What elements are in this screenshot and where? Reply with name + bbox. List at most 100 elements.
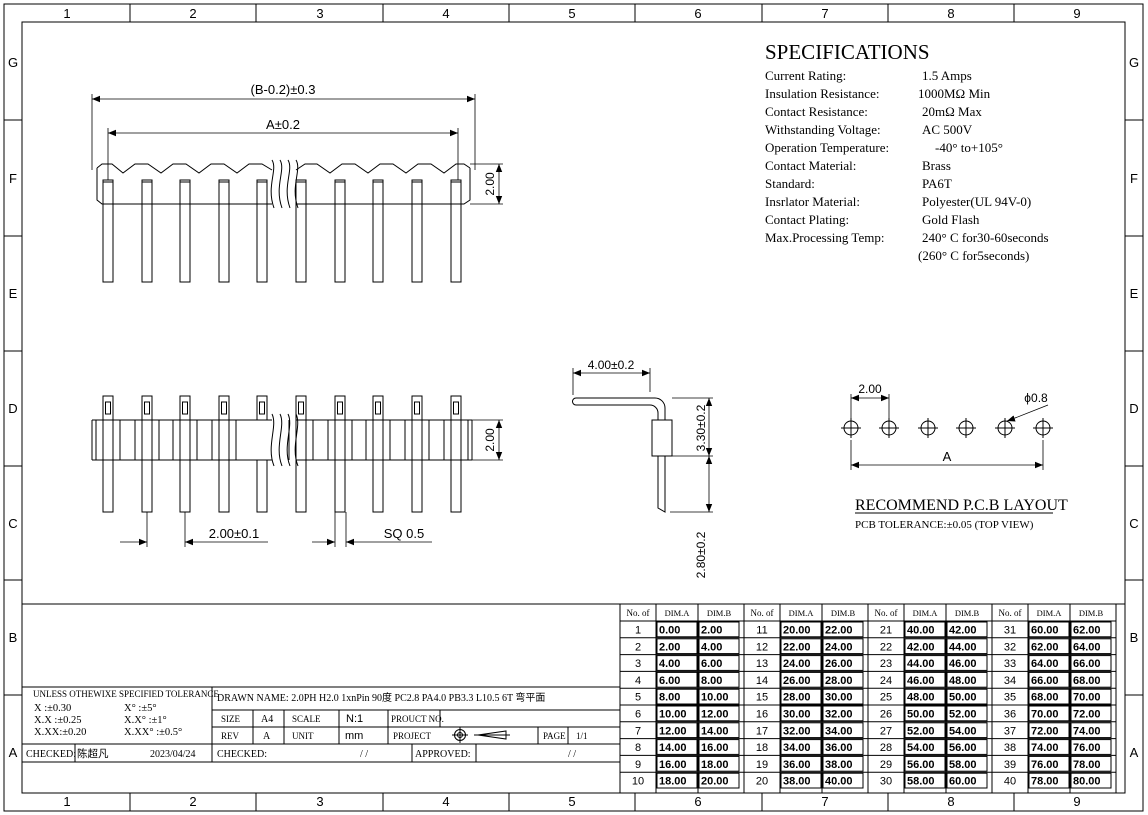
table-cell-dim-b: 4.00 (701, 641, 722, 653)
pin-top (372, 179, 384, 283)
grid-row-label: A (9, 745, 18, 760)
table-cell-no: 18 (756, 742, 768, 754)
spec-label: Standard: (765, 176, 815, 191)
grid-row-label: F (9, 171, 17, 186)
table-cell-no: 3 (635, 658, 641, 670)
table-cell-no: 25 (880, 692, 892, 704)
table-cell-no: 24 (880, 675, 892, 687)
pcb-dimensions (850, 394, 1049, 470)
pin-top (411, 179, 423, 283)
size-value: A4 (261, 714, 273, 725)
table-cell-dim-b: 54.00 (949, 725, 977, 737)
table-header: DIM.A (665, 608, 691, 618)
table-header: No. of (751, 608, 774, 618)
table-cell-dim-b: 70.00 (1073, 692, 1101, 704)
pcb-a: A (943, 449, 952, 464)
table-cell-no: 4 (635, 675, 641, 687)
table-cell-no: 12 (756, 641, 768, 653)
table-cell-dim-a: 14.00 (659, 742, 687, 754)
table-cell-no: 34 (1004, 675, 1016, 687)
pin-front-lower (450, 459, 462, 513)
table-cell-dim-a: 64.00 (1031, 658, 1059, 670)
pin-front-upper (141, 395, 153, 421)
dim-a-pitch: A±0.2 (266, 117, 300, 132)
table-cell-dim-b: 22.00 (825, 625, 853, 637)
grid-row-label: A (1130, 745, 1139, 760)
checked-name: 陈超凡 (77, 747, 109, 760)
table-cell-dim-b: 8.00 (701, 675, 722, 687)
grid-col-label: 8 (947, 6, 954, 21)
grid-col-label: 6 (694, 6, 701, 21)
table-header: DIM.B (955, 608, 980, 618)
grid-lines (4, 4, 1143, 811)
table-cell-dim-a: 50.00 (907, 709, 935, 721)
table-cell-no: 8 (635, 742, 641, 754)
scale-value: N:1 (346, 713, 363, 725)
spec-value: Gold Flash (922, 212, 980, 227)
unit-value: mm (345, 730, 363, 742)
table-cell-dim-a: 52.00 (907, 725, 935, 737)
table-cell-dim-b: 52.00 (949, 709, 977, 721)
grid-row-label: C (8, 516, 17, 531)
table-cell-dim-b: 2.00 (701, 625, 722, 637)
table-cell-dim-b: 6.00 (701, 658, 722, 670)
table-cell-dim-a: 4.00 (659, 658, 680, 670)
checked-date: 2023/04/24 (150, 749, 196, 760)
table-cell-dim-b: 30.00 (825, 692, 853, 704)
table-cell-dim-a: 24.00 (783, 658, 811, 670)
table-cell-dim-a: 70.00 (1031, 709, 1059, 721)
grid-col-label: 5 (568, 794, 575, 809)
table-cell-dim-a: 10.00 (659, 709, 687, 721)
spec-label: Current Rating: (765, 68, 846, 83)
table-cell-dim-a: 60.00 (1031, 625, 1059, 637)
table-cell-no: 5 (635, 692, 641, 704)
table-cell-dim-a: 62.00 (1031, 641, 1059, 653)
table-cell-no: 16 (756, 709, 768, 721)
table-header: No. of (999, 608, 1022, 618)
pcb-pitch: 2.00 (858, 382, 882, 396)
grid-row-label: E (1130, 286, 1139, 301)
table-cell-dim-a: 0.00 (659, 625, 680, 637)
pin-front-lower (179, 459, 191, 513)
table-cell-dim-a: 54.00 (907, 742, 935, 754)
table-cell-dim-a: 28.00 (783, 692, 811, 704)
grid-row-label: F (1130, 171, 1138, 186)
side-dimensions (572, 368, 713, 513)
spec-label: Insulation Resistance: (765, 86, 879, 101)
pin-front-upper (295, 395, 307, 421)
grid-col-label: 4 (442, 6, 449, 21)
spec-value: PA6T (922, 176, 952, 191)
dim-height-front: 2.00 (483, 428, 497, 452)
top-view-pins (102, 179, 462, 283)
table-cell-dim-b: 58.00 (949, 759, 977, 771)
table-cell-no: 36 (1004, 709, 1016, 721)
drawn-name: DRAWN NAME: 2.0PH H2.0 1xnPin 90度 PC2.8 … (217, 691, 545, 704)
table-cell-dim-b: 62.00 (1073, 625, 1101, 637)
spec-value: Brass (922, 158, 951, 173)
pcb-tolerance: PCB TOLERANCE:±0.05 (TOP VIEW) (855, 519, 1034, 531)
grid-row-label: B (1130, 630, 1139, 645)
table-cell-dim-a: 38.00 (783, 776, 811, 788)
title-block (22, 603, 1125, 763)
table-header: DIM.A (789, 608, 815, 618)
table-cell-dim-a: 40.00 (907, 625, 935, 637)
approved-label: APPROVED: (415, 749, 471, 760)
date-blank2: / / (568, 749, 576, 760)
dim-side-tail: 2.80±0.2 (694, 531, 708, 578)
pin-front-upper (179, 395, 191, 421)
specs-title: SPECIFICATIONS (765, 40, 930, 64)
table-cell-dim-b: 36.00 (825, 742, 853, 754)
table-cell-no: 6 (635, 709, 641, 721)
table-cell-dim-b: 38.00 (825, 759, 853, 771)
table-cell-dim-b: 12.00 (701, 709, 729, 721)
table-cell-dim-b: 66.00 (1073, 658, 1101, 670)
pin-front-lower (256, 459, 268, 513)
table-cell-dim-b: 80.00 (1073, 776, 1101, 788)
table-cell-dim-b: 72.00 (1073, 709, 1101, 721)
dim-sq: SQ 0.5 (384, 526, 424, 541)
table-cell-no: 7 (635, 725, 641, 737)
pin-top (256, 179, 268, 283)
frame (3, 3, 1144, 812)
